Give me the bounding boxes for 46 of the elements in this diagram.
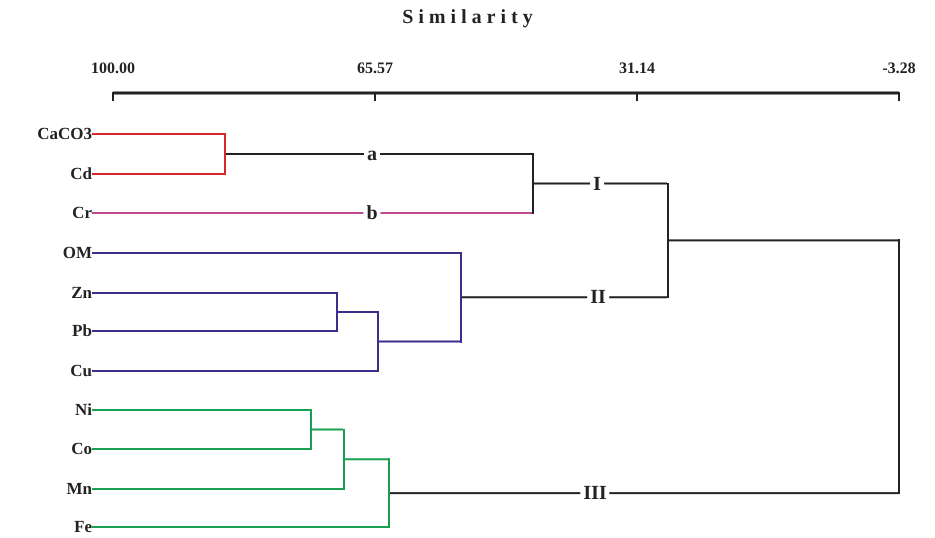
leaf-label: CaCO3 <box>0 122 92 146</box>
connector-line <box>92 173 224 175</box>
leaf-label: Cu <box>0 359 92 383</box>
connector-line <box>379 340 460 342</box>
connector-line <box>92 212 532 214</box>
tick-label: 100.00 <box>90 60 136 78</box>
leaf-label: Mn <box>0 477 92 501</box>
leaf-label: Co <box>0 437 92 461</box>
connector-line <box>462 296 667 298</box>
leaf-label: OM <box>0 241 92 265</box>
junction-line <box>388 458 390 528</box>
junction-line <box>667 182 669 298</box>
leaf-label: Zn <box>0 281 92 305</box>
leaf-label: Ni <box>0 398 92 422</box>
leaf-label: Fe <box>0 515 92 538</box>
junction-line <box>532 153 534 214</box>
junction-line <box>224 133 226 175</box>
junction-line <box>336 292 338 332</box>
connector-line <box>92 488 343 490</box>
tick-label: -3.28 <box>881 60 917 78</box>
connector-line <box>92 526 388 528</box>
connector-line <box>92 133 224 135</box>
connector-line <box>390 492 898 494</box>
connector-line <box>92 330 336 332</box>
connector-line <box>92 292 336 294</box>
connector-line <box>92 448 310 450</box>
connector-line <box>345 458 388 460</box>
junction-line <box>898 239 900 494</box>
connector-line <box>312 428 343 430</box>
leaf-label: Cr <box>0 201 92 225</box>
junction-line <box>310 409 312 450</box>
connector-line <box>92 252 460 254</box>
axis-title: Similarity <box>401 6 539 29</box>
leaf-label: Cd <box>0 162 92 186</box>
connector-line <box>226 153 532 155</box>
junction-line <box>343 428 345 490</box>
connector-line <box>669 239 898 242</box>
connector-line <box>92 370 377 372</box>
tick-label: 65.57 <box>356 60 394 78</box>
leaf-label: Pb <box>0 319 92 343</box>
junction-line <box>460 252 462 342</box>
connector-line <box>92 409 310 411</box>
connector-line <box>338 311 377 313</box>
tick-label: 31.14 <box>618 60 656 78</box>
junction-line <box>377 311 379 372</box>
connector-line <box>534 182 667 184</box>
